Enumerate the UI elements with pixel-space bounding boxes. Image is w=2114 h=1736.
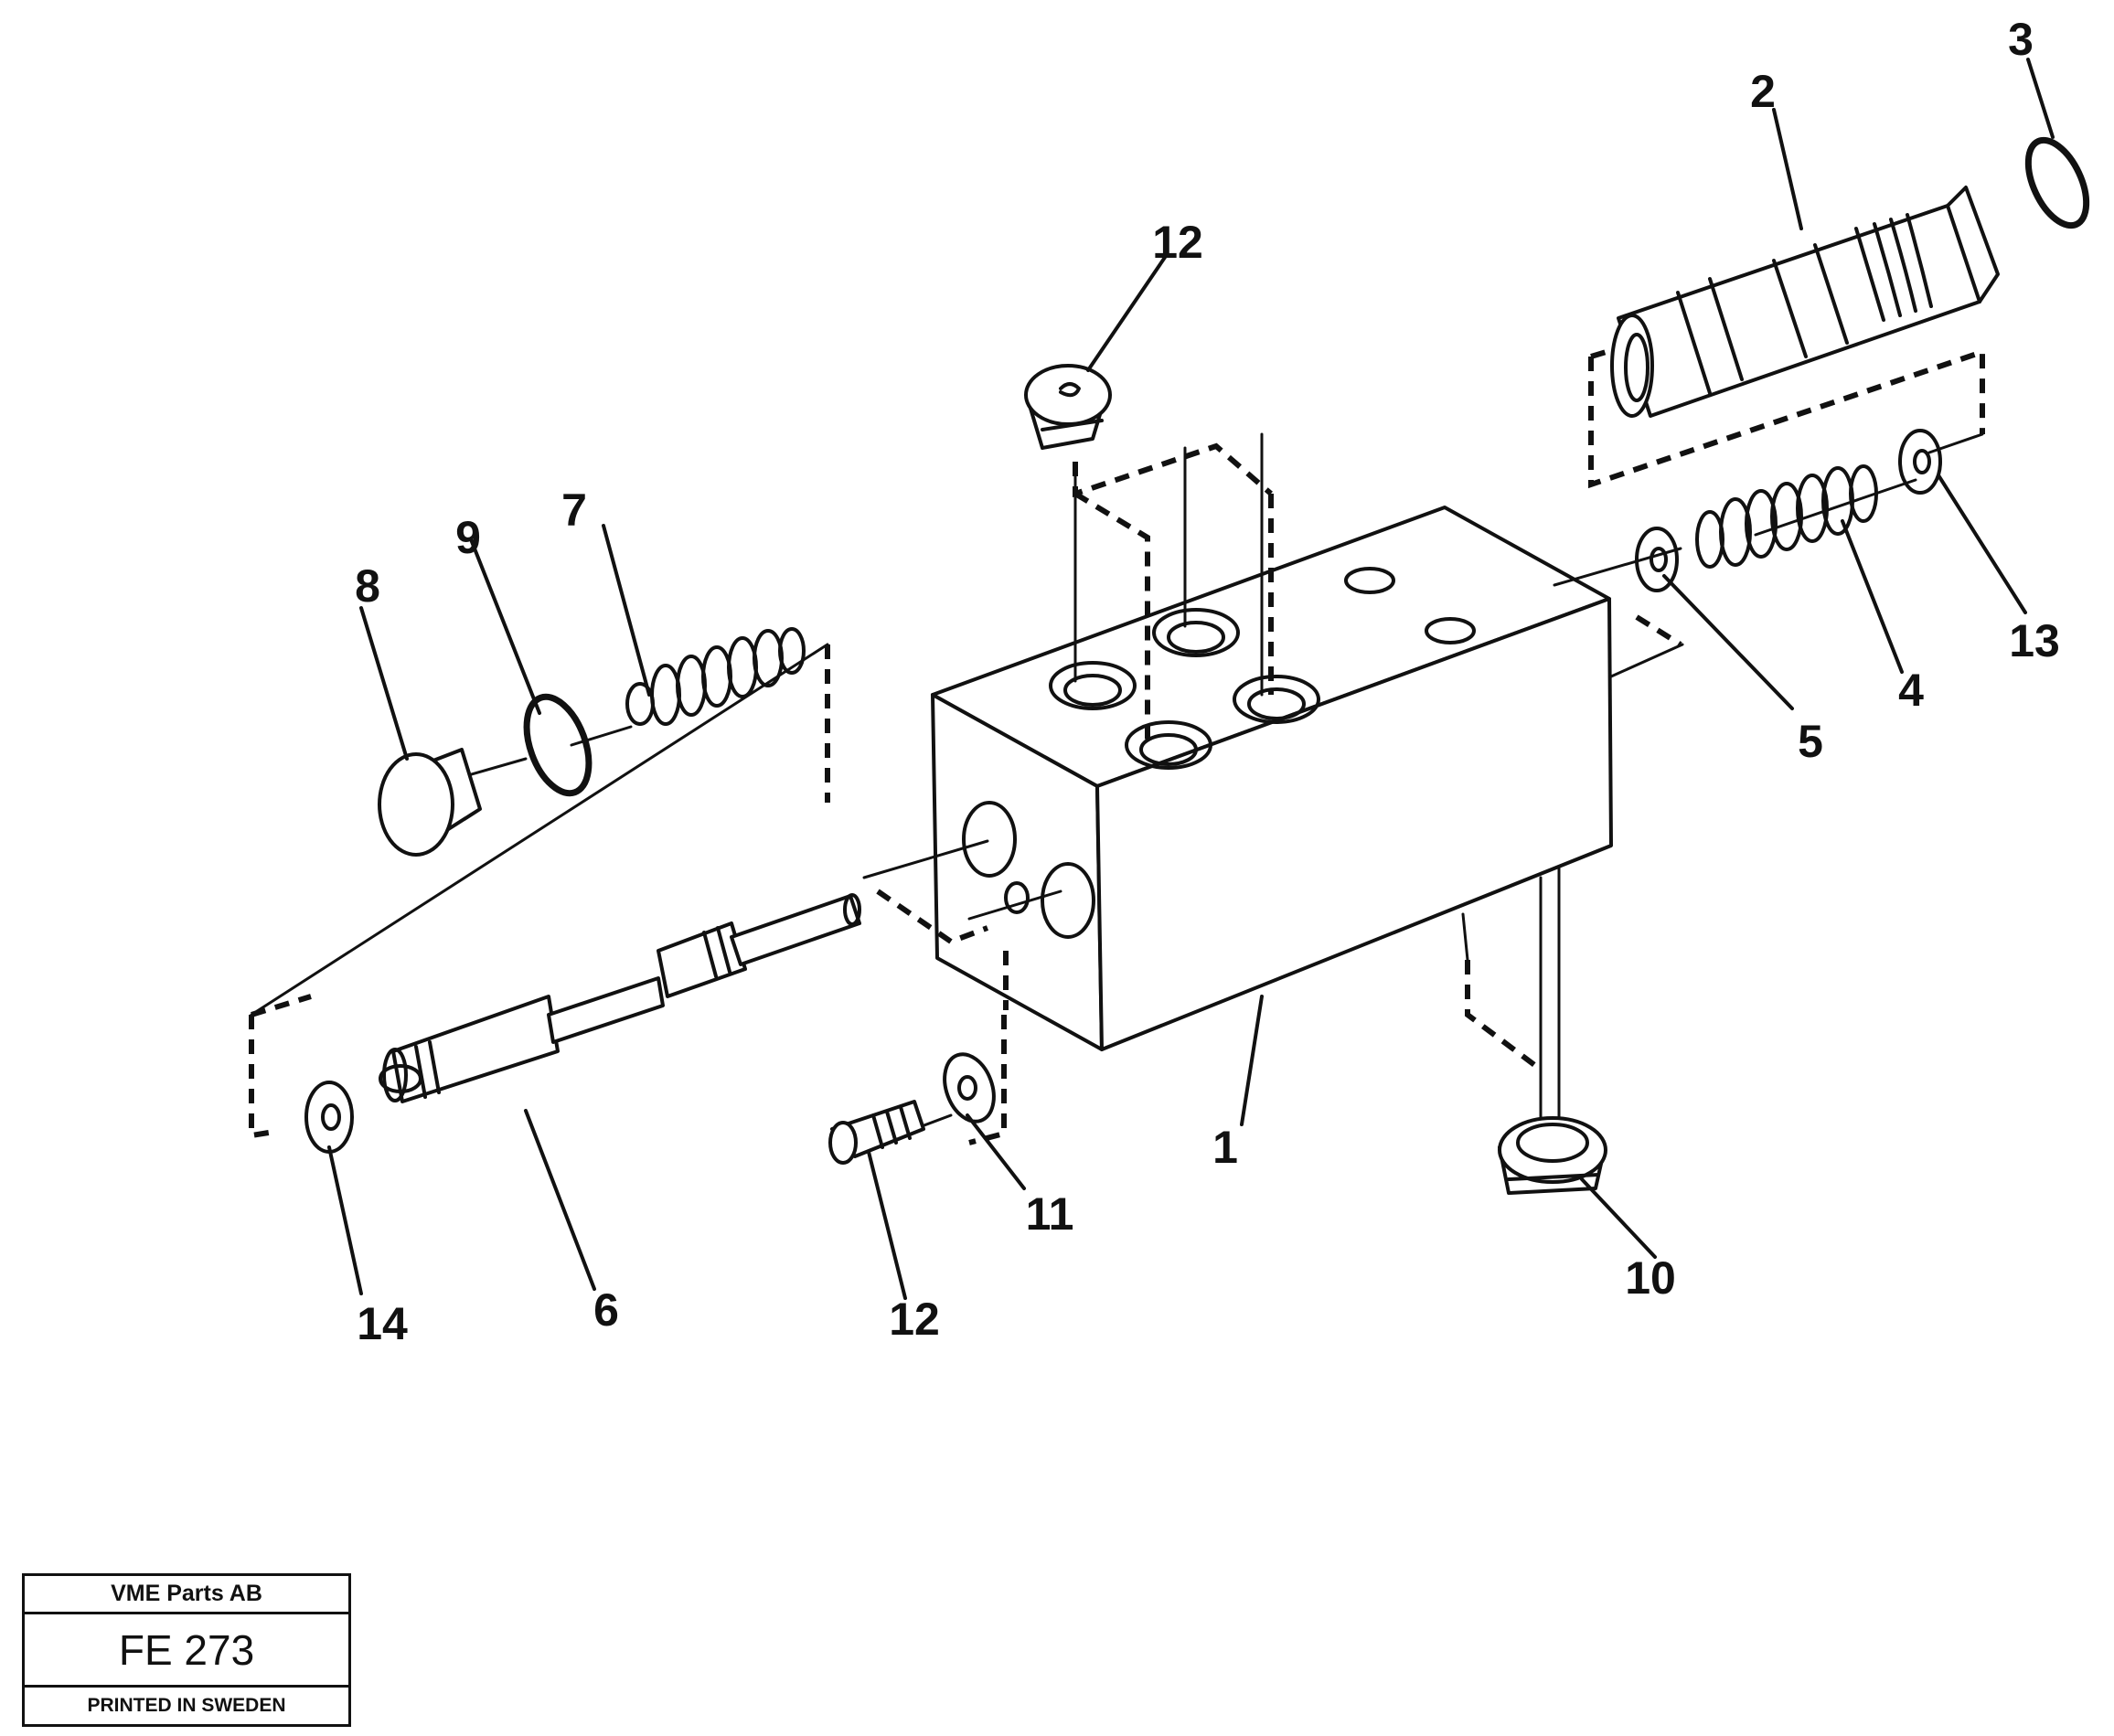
title-block-printed: PRINTED IN SWEDEN <box>87 1695 286 1716</box>
callout-10: 10 <box>1625 1252 1676 1304</box>
o-ring-part-9 <box>523 693 593 797</box>
plug-part-10 <box>1498 1116 1607 1195</box>
washer-part-14 <box>304 1081 354 1154</box>
leader-lines <box>327 58 2055 1300</box>
plug-part-12-top <box>1024 364 1112 450</box>
cap-part-8 <box>378 748 482 857</box>
title-block: VME Parts AB FE 273 PRINTED IN SWEDEN <box>22 1573 351 1727</box>
callout-13: 13 <box>2009 615 2060 666</box>
washer-part-5 <box>1635 527 1679 592</box>
callout-1: 1 <box>1212 1122 1238 1173</box>
callout-4: 4 <box>1898 665 1924 716</box>
washer-part-13 <box>1898 429 1942 495</box>
cartridge-part-2 <box>1610 186 2000 418</box>
valve-block-part-1 <box>931 506 1613 1051</box>
spring-part-4 <box>1695 464 1878 569</box>
title-block-company: VME Parts AB <box>25 1576 348 1614</box>
callout-5: 5 <box>1798 716 1823 767</box>
callout-14: 14 <box>357 1298 408 1349</box>
title-block-code: FE 273 <box>25 1614 348 1688</box>
spool-part-6 <box>379 893 861 1103</box>
callout-7: 7 <box>561 485 587 536</box>
callout-6: 6 <box>593 1284 619 1336</box>
screw-part-12-bottom <box>828 1100 925 1165</box>
spring-part-7 <box>625 627 806 726</box>
callout-11: 11 <box>1026 1188 1074 1240</box>
callout-3: 3 <box>2008 14 2034 65</box>
washer-part-11 <box>943 1052 996 1124</box>
callout-9: 9 <box>455 512 481 563</box>
callout-12-top: 12 <box>1152 217 1203 268</box>
callout-labels: 1 2 3 4 5 6 7 8 9 10 11 12 12 13 14 <box>355 14 2060 1349</box>
callout-2: 2 <box>1750 66 1776 117</box>
assembly-lines <box>249 343 1985 1145</box>
o-ring-part-3 <box>2024 136 2090 229</box>
callout-12-bottom: 12 <box>889 1294 940 1345</box>
callout-8: 8 <box>355 560 380 612</box>
